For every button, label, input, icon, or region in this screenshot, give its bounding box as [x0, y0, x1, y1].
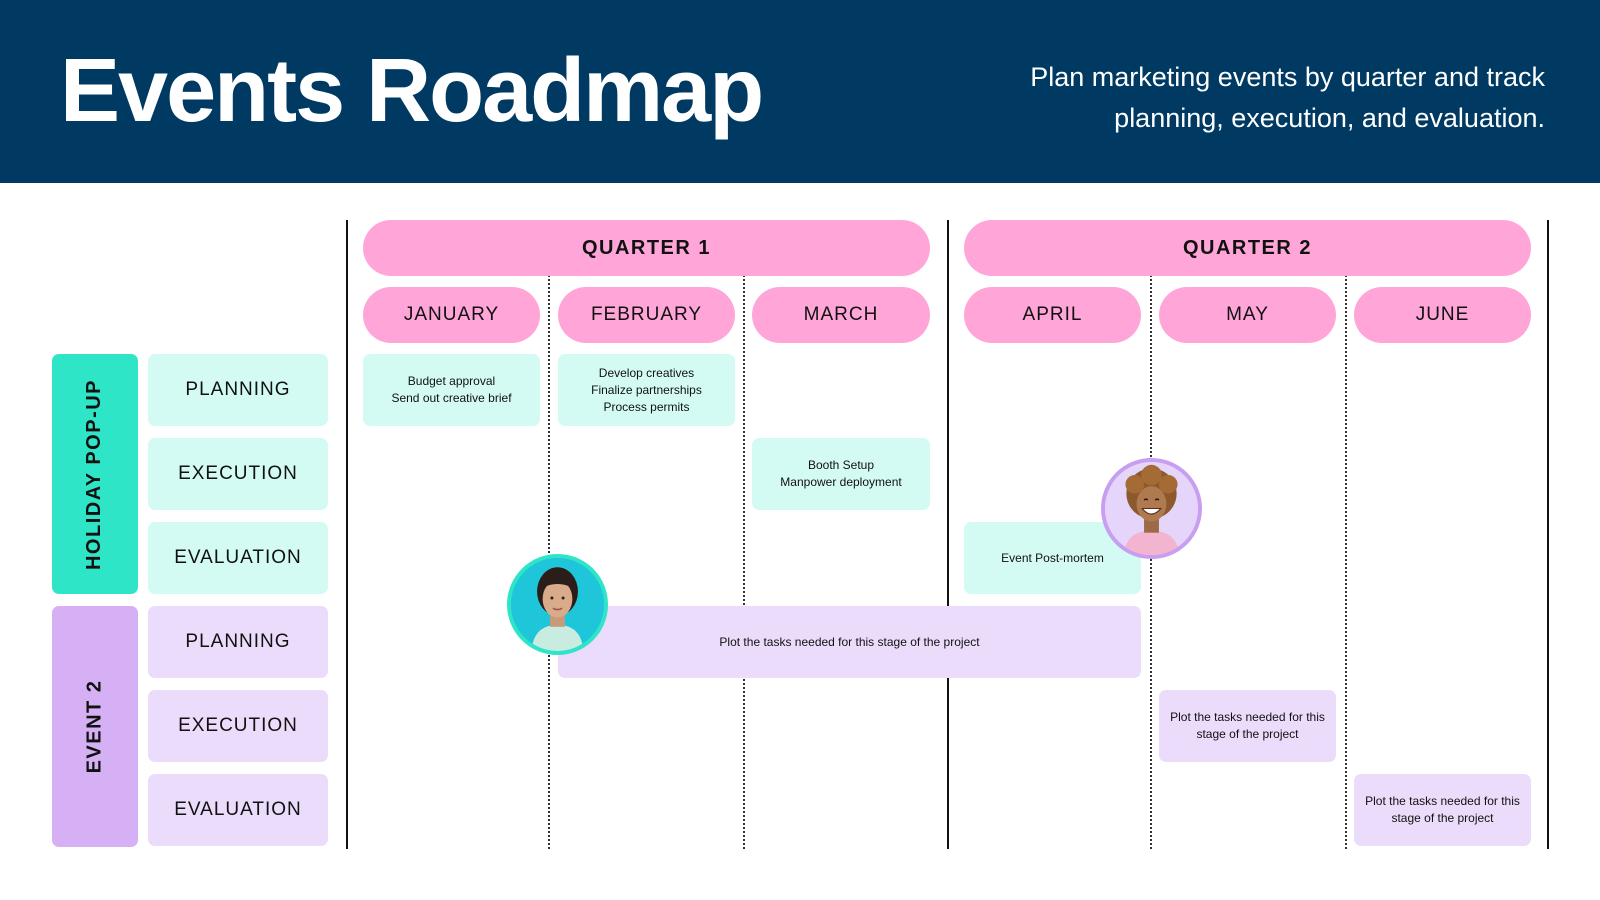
- task-bar: Plot the tasks needed for this stage of …: [1354, 774, 1531, 846]
- grid-line-left: [346, 220, 348, 849]
- avatar: [507, 554, 608, 655]
- task-bar: Booth Setup Manpower deployment: [752, 438, 930, 510]
- header-banner: Events Roadmap Plan marketing events by …: [0, 0, 1600, 183]
- grid-line-quarter-divider: [947, 220, 949, 849]
- stage-label-execution: EXECUTION: [148, 690, 328, 762]
- task-bar: Budget approval Send out creative brief: [363, 354, 540, 426]
- month-june: JUNE: [1354, 287, 1531, 343]
- stage-label-evaluation: EVALUATION: [148, 522, 328, 594]
- quarter-2-header: QUARTER 2: [964, 220, 1531, 276]
- stage-label-planning: PLANNING: [148, 354, 328, 426]
- grid-line-may-jun: [1345, 220, 1347, 849]
- page-subtitle: Plan marketing events by quarter and tra…: [1030, 62, 1545, 133]
- month-march: MARCH: [752, 287, 930, 343]
- month-april: APRIL: [964, 287, 1141, 343]
- stage-label-execution: EXECUTION: [148, 438, 328, 510]
- avatar: [1101, 458, 1202, 559]
- event-label-holiday-popup: HOLIDAY POP-UP: [52, 354, 138, 594]
- event-name: EVENT 2: [83, 679, 106, 774]
- grid-line-jan-feb: [548, 220, 550, 849]
- month-may: MAY: [1159, 287, 1336, 343]
- event-name: HOLIDAY POP-UP: [83, 378, 106, 570]
- month-february: FEBRUARY: [558, 287, 735, 343]
- person-photo-icon: [1105, 462, 1198, 555]
- event-label-event-2: EVENT 2: [52, 606, 138, 847]
- quarter-1-header: QUARTER 1: [363, 220, 930, 276]
- stage-label-planning: PLANNING: [148, 606, 328, 678]
- task-bar: Develop creatives Finalize partnerships …: [558, 354, 735, 426]
- stage-label-evaluation: EVALUATION: [148, 774, 328, 846]
- grid-line-feb-mar: [743, 220, 745, 849]
- task-bar: Plot the tasks needed for this stage of …: [1159, 690, 1336, 762]
- person-photo-icon: [511, 558, 604, 651]
- grid-line-right: [1547, 220, 1549, 849]
- month-january: JANUARY: [363, 287, 540, 343]
- task-bar: Plot the tasks needed for this stage of …: [558, 606, 1141, 678]
- page-title: Events Roadmap: [60, 41, 764, 141]
